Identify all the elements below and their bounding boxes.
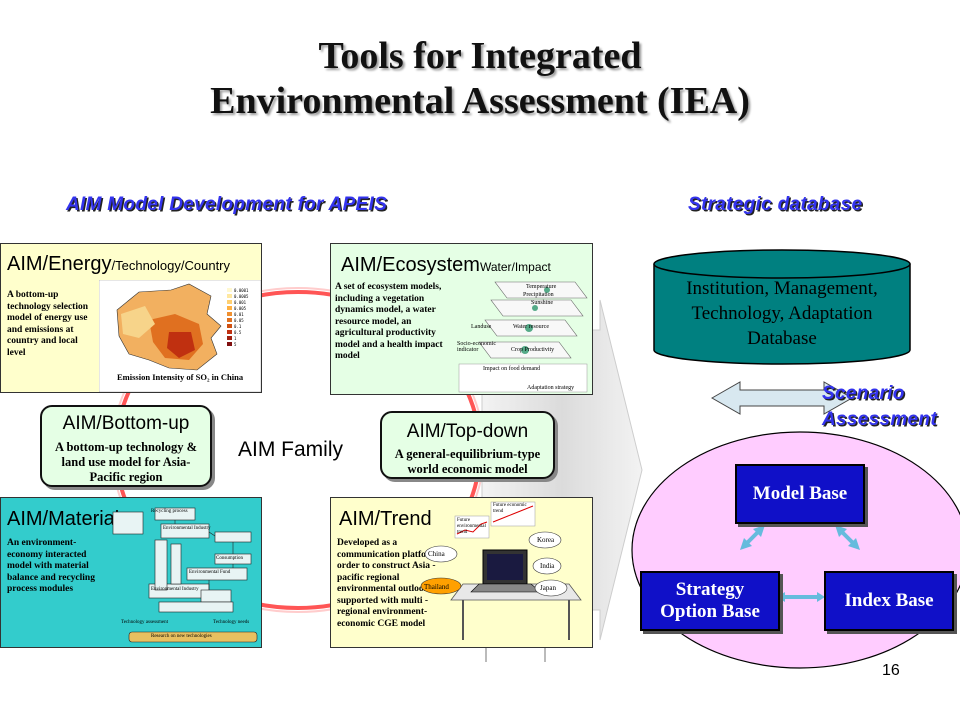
aim-topdown-box: AIM/Top-down A general-equilibrium-type … (380, 411, 555, 479)
page-number: 16 (882, 662, 900, 679)
aim-bottomup-description: A bottom-up technology & land use model … (54, 440, 198, 484)
material-label-1: Environmental Industry (163, 526, 211, 531)
svg-text:0.01: 0.01 (234, 312, 244, 317)
aim-bottomup-title: AIM/Bottom-up (62, 413, 190, 434)
aim-bottomup-box: AIM/Bottom-up A bottom-up technology & l… (40, 405, 212, 487)
aim-ecosystem-box: AIM/EcosystemWater/Impact A set of ecosy… (330, 243, 593, 395)
index-base-box: Index Base (824, 571, 954, 631)
aim-energy-suffix: /Technology/Country (111, 258, 231, 273)
aim-material-description: An environment-economy interacted model … (7, 538, 95, 594)
aim-material-box: AIM/Material An environment-economy inte… (0, 497, 262, 648)
eco-label-temperature: Temperature (526, 284, 557, 290)
aim-heading: AIM Model Development for APEIS (66, 194, 388, 215)
svg-text:0.05: 0.05 (234, 318, 244, 323)
aim-energy-description: A bottom-up technology selection model o… (7, 290, 89, 358)
aim-energy-name: Energy (48, 253, 112, 275)
eco-label-adaptation: Adaptation strategy (527, 385, 575, 391)
country-china: China (428, 550, 445, 558)
svg-text:5: 5 (234, 342, 237, 347)
scenario-assessment-label: Scenario Assessment (822, 381, 937, 433)
slide-title: Tools for Integrated Environmental Asses… (0, 34, 960, 124)
aim-ecosystem-name: Ecosystem (382, 254, 480, 276)
material-label-0: Recycling process (151, 509, 188, 514)
material-flow-diagram (112, 507, 258, 643)
svg-text:0.001: 0.001 (234, 300, 247, 305)
material-label-6: Technology needs (213, 620, 250, 625)
svg-text:0.0001: 0.0001 (234, 288, 249, 293)
svg-text:0.005: 0.005 (234, 306, 247, 311)
svg-text:0.0005: 0.0005 (234, 294, 249, 299)
aim-ecosystem-suffix: Water/Impact (479, 260, 551, 274)
material-label-3: Environmental Fund (189, 570, 231, 575)
trend-chart-econ: Future economic trend (493, 503, 527, 514)
svg-text:1: 1 (234, 336, 237, 341)
aim-ecosystem-prefix: AIM/ (341, 254, 383, 276)
slide-title-line1: Tools for Integrated (318, 35, 642, 77)
eco-label-landuse: Landuse (471, 324, 492, 330)
trend-illustration (420, 501, 582, 640)
aim-energy-title: AIM/Energy/Technology/Country (7, 253, 230, 276)
strategic-database-heading: Strategic database (688, 194, 863, 215)
eco-label-crop: Crop Productivity (511, 347, 555, 353)
eco-label-socio: Socio-economic indicator (457, 341, 496, 353)
aim-energy-box: AIM/Energy/Technology/Country A bottom-u… (0, 243, 262, 393)
aim-topdown-description: A general-equilibrium-type world economi… (394, 447, 541, 476)
aim-topdown-title: AIM/Top-down (406, 421, 529, 442)
material-label-2: Consumption (216, 556, 243, 561)
aim-trend-description: Developed as a communication platform in… (337, 538, 449, 629)
aim-energy-prefix: AIM/ (7, 253, 49, 275)
material-label-7: Research on new technologies (151, 634, 212, 639)
aim-ecosystem-title: AIM/EcosystemWater/Impact (341, 254, 551, 277)
country-japan: Japan (540, 584, 556, 592)
aim-trend-title: AIM/Trend (339, 508, 432, 530)
model-base-box: Model Base (735, 464, 865, 524)
material-label-4: Environmental Industry (151, 587, 199, 592)
eco-label-water: Water resource (513, 324, 549, 330)
scenario-line2: Assessment (822, 409, 937, 430)
aim-material-title: AIM/Material (7, 508, 120, 530)
country-india: India (540, 562, 555, 570)
strategy-option-base-box: Strategy Option Base (640, 571, 780, 631)
svg-text:0.1: 0.1 (234, 324, 242, 329)
country-thailand: Thailand (424, 583, 449, 591)
svg-text:0.5: 0.5 (234, 330, 242, 335)
eco-label-precipitation: Precipitation (523, 292, 554, 298)
eco-label-sunshine: Sunshine (531, 300, 554, 306)
aim-ecosystem-description: A set of ecosystem models, including a v… (335, 282, 443, 361)
ecosystem-layers-image (458, 281, 588, 393)
slide-title-line2: Environmental Assessment (IEA) (210, 80, 750, 122)
material-label-5: Technology assessment (121, 620, 169, 625)
china-map-caption: Emission Intensity of SO₂ in China (117, 372, 244, 382)
scenario-line1: Scenario (822, 383, 905, 404)
eco-label-food: Impact on food demand (483, 366, 541, 372)
china-map-image: 0.0001 0.0005 0.001 0.005 0.01 0.05 0.1 … (99, 280, 261, 392)
country-korea: Korea (537, 536, 555, 544)
database-label: Institution, Management, Technology, Ada… (686, 278, 878, 349)
trend-chart-env: Future environmental trend (457, 518, 486, 535)
aim-trend-box: AIM/Trend Developed as a communication p… (330, 497, 593, 648)
aim-family-label: AIM Family (238, 438, 343, 461)
